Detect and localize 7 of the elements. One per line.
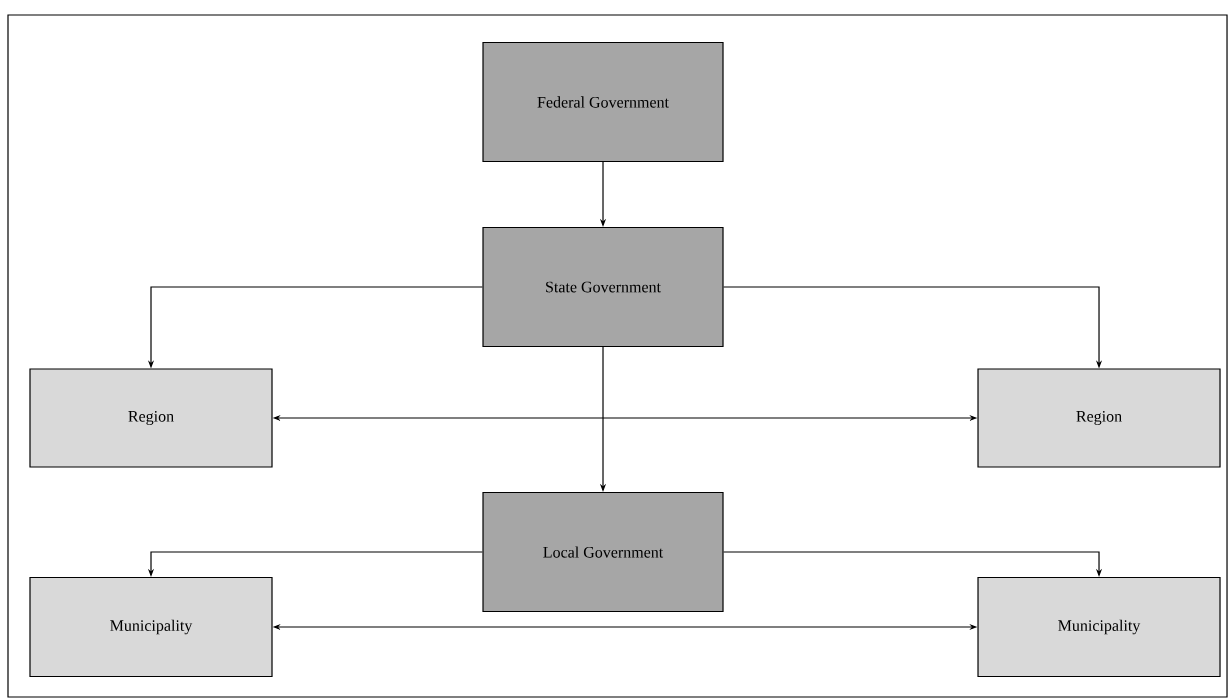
- unit-box: Municipality: [29, 576, 273, 678]
- unit-box: Region: [977, 368, 1221, 468]
- government-box: Federal Government: [482, 41, 724, 163]
- government-box: Local Government: [482, 491, 724, 613]
- unit-box: Municipality: [977, 576, 1221, 678]
- unit-box: Region: [29, 368, 273, 468]
- government-box: State Government: [482, 226, 724, 348]
